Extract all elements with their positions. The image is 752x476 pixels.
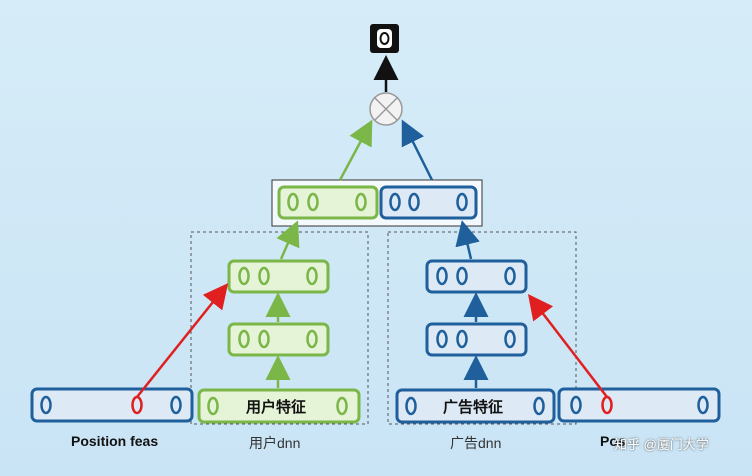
user-dnn-layer-2: [227, 259, 330, 294]
arrow-position-right: [527, 294, 608, 398]
position-feas-right-label: Pos: [600, 433, 626, 449]
multiply-node: [369, 92, 403, 126]
ad-dnn-label: 广告dnn: [450, 435, 502, 451]
position-feas-label: Position feas: [71, 433, 159, 449]
user-dnn-label: 用户dnn: [249, 435, 301, 451]
concat-user-vector: [277, 185, 379, 220]
arrow-concat-ad-to-multiply: [401, 119, 434, 181]
arrow-concat-user-to-multiply: [338, 119, 373, 181]
arrow-user-l2-to-concat: [276, 220, 300, 260]
arrow-ad-l2-to-concat: [455, 220, 480, 260]
position-feas-right-input: [557, 387, 721, 423]
ad-features-label: 广告特征: [443, 399, 504, 416]
ad-features-input: [395, 388, 556, 424]
concat-ad-vector: [379, 185, 478, 220]
ad-dnn-layer-2: [425, 259, 528, 294]
position-feas-left-input: [30, 387, 194, 423]
watermark: 知乎 @厦门大学: [614, 437, 709, 452]
arrow-position-left: [136, 283, 229, 398]
user-dnn-layer-1: [227, 322, 330, 357]
ad-dnn-layer-1: [425, 322, 528, 357]
user-features-input: [197, 388, 361, 424]
ad-dnn-group: [387, 231, 577, 425]
output-node-icon: [370, 24, 399, 53]
user-features-label: 用户特征: [246, 399, 307, 416]
